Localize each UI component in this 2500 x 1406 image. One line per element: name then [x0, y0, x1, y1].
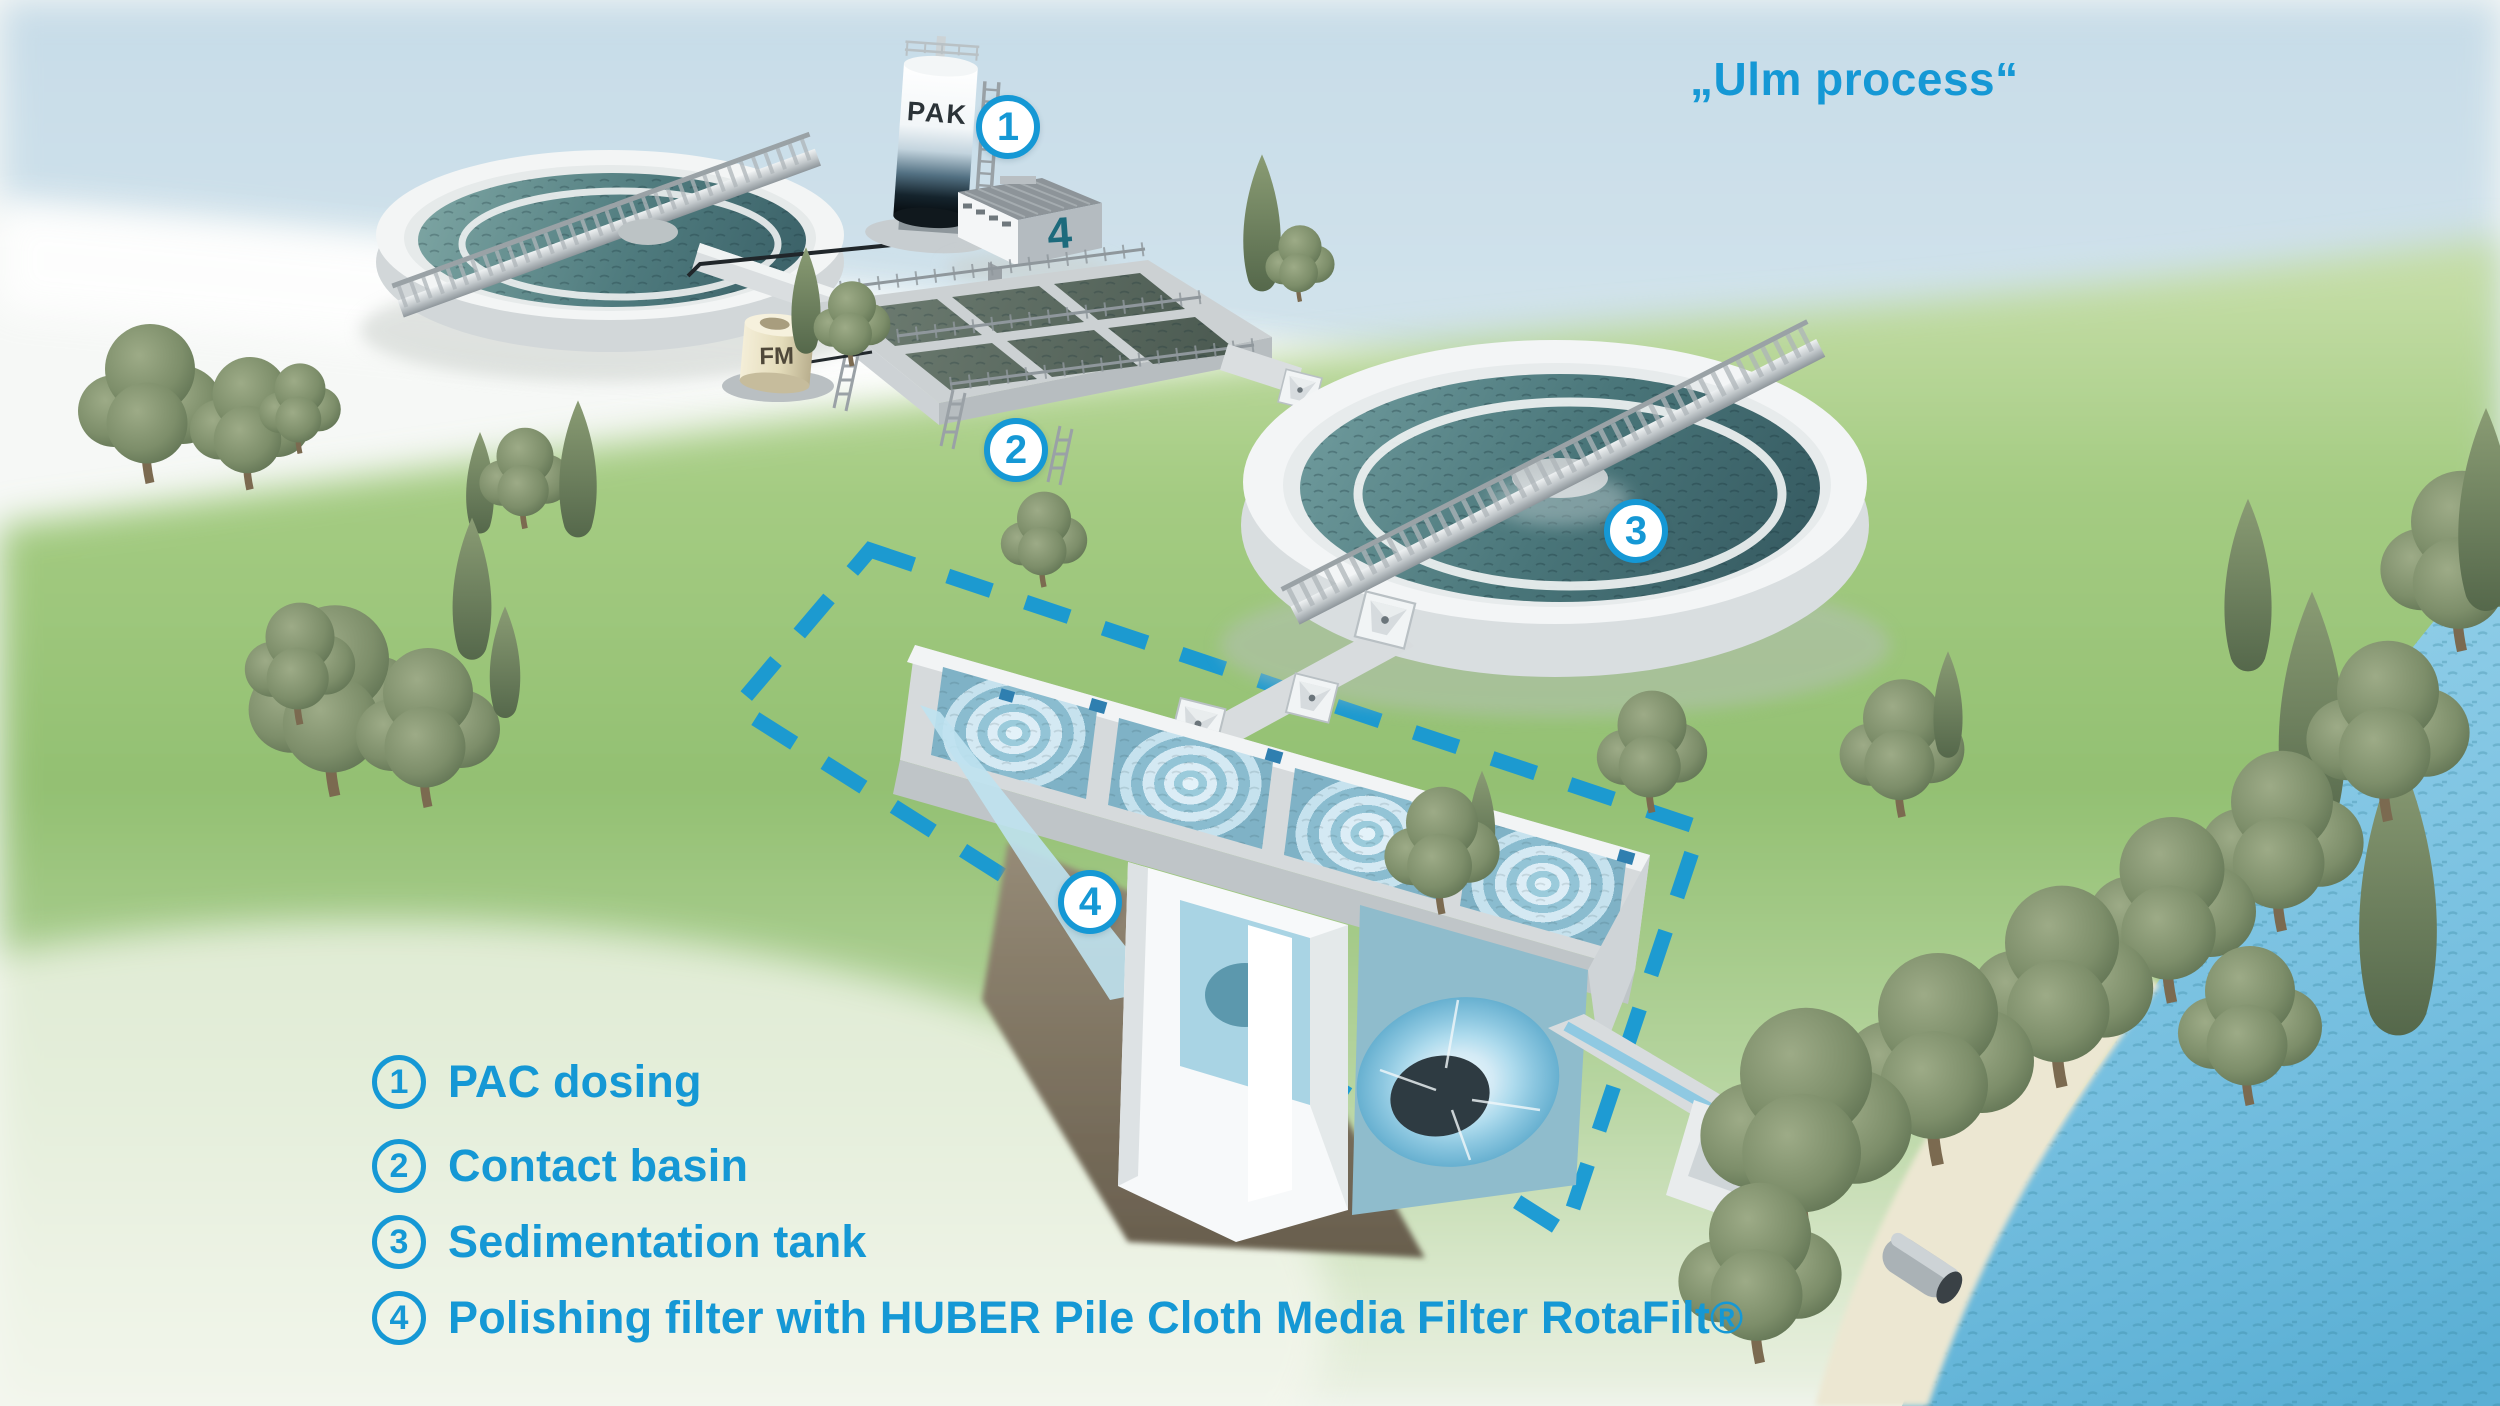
building-logo: 4 [1046, 208, 1074, 259]
legend-item-circle: 2 [372, 1139, 426, 1193]
discharge-pipe [1882, 1232, 1963, 1304]
legend-item-label: Polishing filter with HUBER Pile Cloth M… [448, 1292, 1744, 1343]
pac-silo: PAK [865, 35, 1001, 254]
contact-basin [815, 242, 1272, 486]
sedimentation-bridge [1280, 319, 1826, 625]
legend-item-circle: 4 [372, 1291, 426, 1345]
rotafilt-drum-cell [1352, 905, 1588, 1215]
dosing-pipe [686, 242, 903, 278]
basin-railings [839, 242, 1255, 391]
legend-item: 2 Contact basin [372, 1136, 748, 1196]
marker-number: 1 [996, 105, 1020, 149]
filter-cutaway [1118, 862, 1348, 1242]
basin-outlet-channel [1220, 344, 1302, 394]
marker-polishing-filter: 4 [1058, 870, 1122, 934]
basin-ladder [832, 351, 1074, 486]
grass-highlight [0, 920, 1330, 1406]
sedimentation-tank [1220, 319, 1890, 717]
legend-item-label: Sedimentation tank [448, 1216, 867, 1267]
marker-contact-basin: 2 [984, 418, 1048, 482]
clarifier-bridge [391, 131, 822, 318]
marker-sedimentation-tank: 3 [1604, 499, 1668, 563]
filter-building: 4 [945, 176, 1115, 297]
pac-silo-label: PAK [906, 96, 969, 130]
legend-item-label: PAC dosing [448, 1056, 702, 1107]
legend-item: 3 Sedimentation tank [372, 1212, 867, 1272]
marker-pac-dosing: 1 [976, 95, 1040, 159]
marker-number: 2 [1004, 428, 1028, 472]
legend-item-label: Contact basin [448, 1140, 749, 1191]
fm-tank-label: FM [759, 343, 794, 371]
marker-number: 4 [1078, 880, 1102, 924]
legend-item: 4 Polishing filter with HUBER Pile Cloth… [372, 1288, 1743, 1348]
legend-item-circle: 3 [372, 1215, 426, 1269]
dashed-boundary [725, 541, 1710, 1244]
marker-number: 3 [1624, 509, 1648, 553]
page-title: „Ulm process“ [1690, 53, 2019, 105]
legend-item: 1 PAC dosing [372, 1052, 702, 1112]
legend-item-circle: 1 [372, 1055, 426, 1109]
